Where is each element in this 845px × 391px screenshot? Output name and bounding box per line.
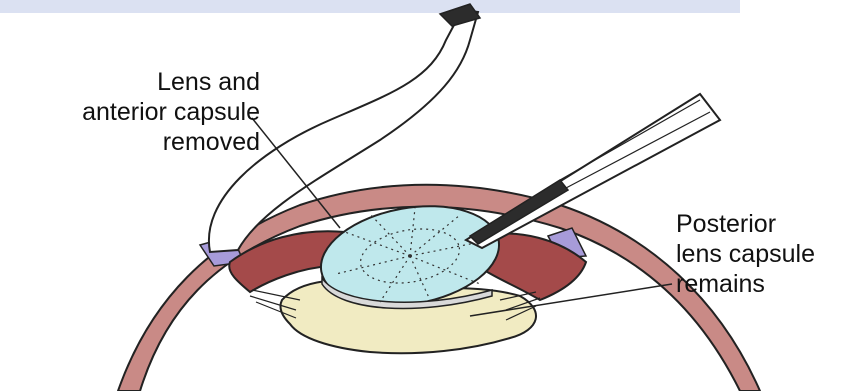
- label-lens-removed-line2: anterior capsule: [60, 97, 260, 127]
- label-lens-removed: Lens and anterior capsule removed: [60, 67, 260, 157]
- label-posterior-line2: lens capsule: [676, 239, 815, 269]
- label-posterior-capsule: Posterior lens capsule remains: [676, 209, 815, 299]
- label-lens-removed-line3: removed: [60, 127, 260, 157]
- label-posterior-line1: Posterior: [676, 209, 815, 239]
- label-lens-removed-line1: Lens and: [60, 67, 260, 97]
- label-posterior-line3: remains: [676, 269, 815, 299]
